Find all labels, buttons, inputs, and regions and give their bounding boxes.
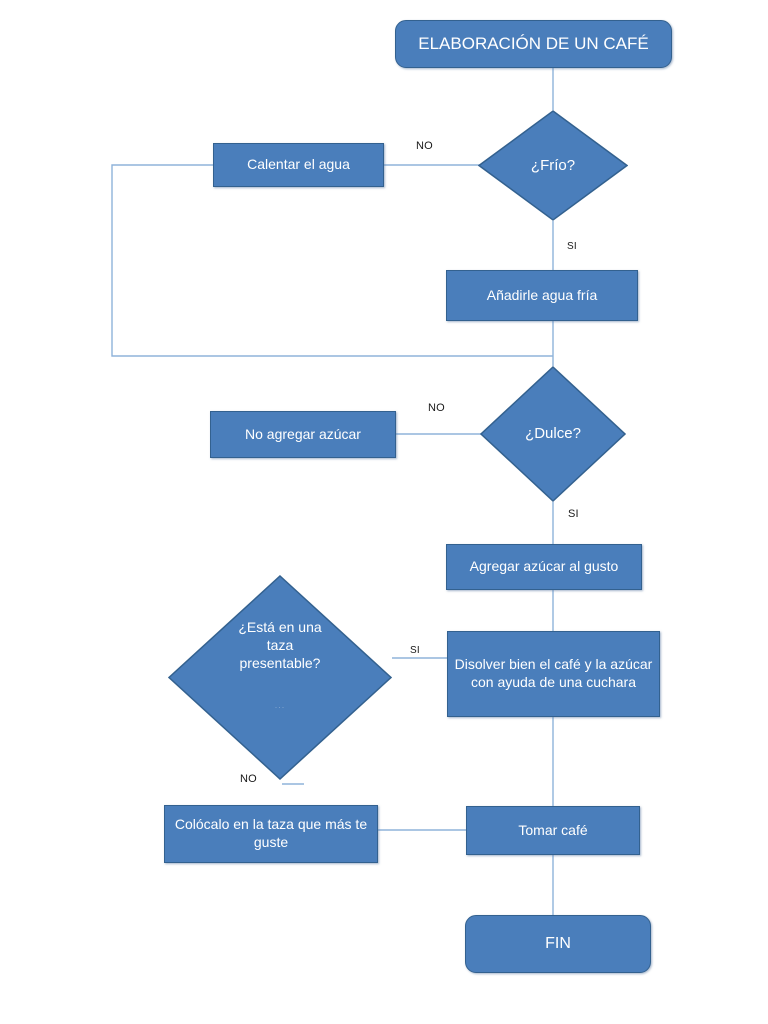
node-calentar-el-agua[interactable]: Calentar el agua	[213, 143, 384, 187]
node-dulce[interactable]: ¿Dulce?	[480, 366, 626, 502]
node-agregar-azucar-al-gusto[interactable]: Agregar azúcar al gusto	[446, 544, 642, 590]
edge-label-frio-no: NO	[416, 140, 433, 152]
edge-label-dulce-no: NO	[428, 402, 445, 414]
edge-label-taza-no: NO	[240, 773, 257, 785]
node-anadirle-agua-fria[interactable]: Añadirle agua fría	[446, 270, 638, 321]
node-no-agregar-azucar[interactable]: No agregar azúcar	[210, 411, 396, 458]
node-colocalo-label: Colócalo en la taza que más te guste	[174, 816, 368, 850]
node-taza-ghost-line: ...	[274, 700, 286, 710]
node-fin-label: FIN	[545, 934, 571, 952]
diamond-shape-dulce	[480, 366, 626, 502]
node-agregar-azucar-label: Agregar azúcar al gusto	[469, 558, 619, 575]
diamond-shape-frio	[478, 110, 628, 221]
node-taza-presentable[interactable]: ¿Está en una taza presentable? ...	[168, 575, 392, 780]
node-dulce-label: ¿Dulce?	[525, 425, 581, 443]
node-frio-label: ¿Frío?	[530, 156, 576, 174]
edge-label-frio-si: SI	[567, 241, 577, 252]
node-no-agregar-label: No agregar azúcar	[245, 425, 361, 442]
node-start[interactable]: ELABORACIÓN DE UN CAFÉ	[395, 20, 672, 68]
node-tomar-cafe[interactable]: Tomar café	[466, 806, 640, 855]
edge-label-taza-si: SI	[410, 645, 420, 656]
node-start-label: ELABORACIÓN DE UN CAFÉ	[418, 34, 649, 54]
node-frio[interactable]: ¿Frío?	[478, 110, 628, 221]
node-disolver[interactable]: Disolver bien el café y la azúcar con ay…	[447, 631, 660, 717]
node-colocalo[interactable]: Colócalo en la taza que más te guste	[164, 805, 378, 863]
node-tomar-label: Tomar café	[518, 821, 588, 838]
node-fin[interactable]: FIN	[465, 915, 651, 973]
node-calentar-label: Calentar el agua	[247, 156, 350, 173]
diamond-shape-taza	[168, 575, 392, 780]
node-taza-label: ¿Está en una taza presentable?	[238, 619, 322, 672]
node-anadirle-label: Añadirle agua fría	[486, 286, 598, 303]
edge-label-dulce-si: SI	[568, 508, 579, 520]
node-disolver-label: Disolver bien el café y la azúcar con ay…	[454, 656, 653, 690]
